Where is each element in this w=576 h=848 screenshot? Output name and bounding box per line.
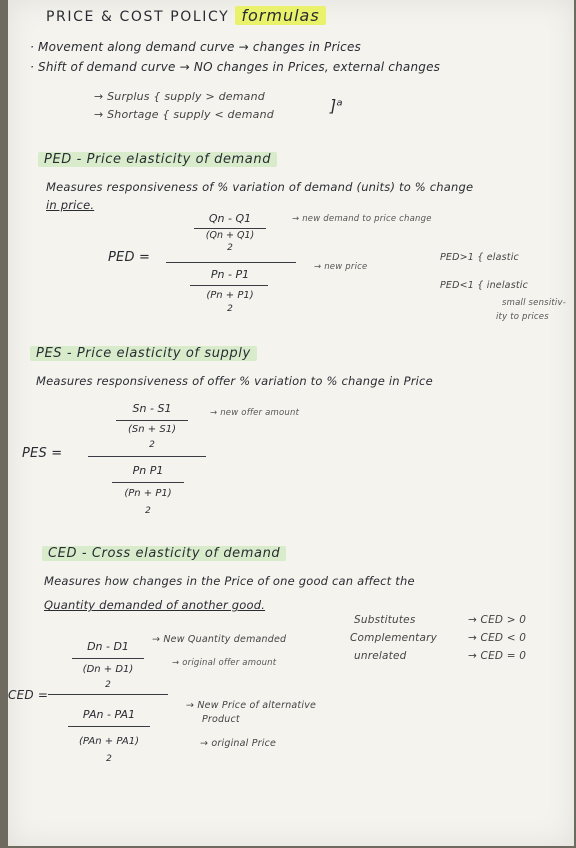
ped-num-bottom: (Qn + Q1) xyxy=(205,230,255,241)
ped-lhs: PED = xyxy=(108,250,151,265)
bullet-movement: · Movement along demand curve → changes … xyxy=(30,40,361,54)
sub-bullet-bracket: ]ᵃ xyxy=(330,96,343,115)
ced-num-bottom: (Dn + D1) xyxy=(82,664,134,675)
ped-note-new-demand: → new demand to price change xyxy=(292,214,432,224)
ped-num-rule xyxy=(194,228,266,229)
ced-rule-complementary-label: Complementary xyxy=(350,632,438,644)
ped-cond-note-2: ity to prices xyxy=(496,312,549,322)
ced-lhs: CED = xyxy=(8,688,49,702)
pes-den-top: Pn P1 xyxy=(132,464,164,477)
ced-description-2: Quantity demanded of another good. xyxy=(44,598,266,612)
bullet-shift: · Shift of demand curve → NO changes in … xyxy=(30,60,441,74)
ped-den-bottom: (Pn + P1) xyxy=(206,290,254,301)
ced-note-new-quantity: → New Quantity demanded xyxy=(152,634,287,645)
ced-main-rule xyxy=(48,694,168,695)
page-title: PRICE & COST POLICY formulas xyxy=(46,6,326,25)
pes-num-bottom-div: 2 xyxy=(149,440,155,450)
ced-heading: CED - Cross elasticity of demand xyxy=(42,546,287,561)
ced-description-1: Measures how changes in the Price of one… xyxy=(44,574,415,588)
ped-num-top: Qn - Q1 xyxy=(208,212,252,225)
pes-main-rule xyxy=(88,456,206,457)
pes-den-rule xyxy=(112,482,184,483)
ced-den-bottom-div: 2 xyxy=(106,754,112,764)
ced-den-top: PAn - PA1 xyxy=(82,708,136,721)
ced-rule-unrelated-label: unrelated xyxy=(354,650,407,662)
pes-num-bottom: (Sn + S1) xyxy=(128,424,176,435)
title-highlight: formulas xyxy=(235,6,326,25)
ced-note-new-price-2: Product xyxy=(202,714,240,725)
ced-rule-substitutes-label: Substitutes xyxy=(354,614,416,626)
ced-den-rule xyxy=(68,726,150,727)
ped-main-rule xyxy=(166,262,296,263)
pes-note-new-offer: → new offer amount xyxy=(210,408,300,418)
ced-rule-complementary-result: → CED < 0 xyxy=(468,632,527,644)
title-main: PRICE & COST POLICY xyxy=(46,9,230,25)
pes-description: Measures responsiveness of offer % varia… xyxy=(36,374,433,388)
ced-den-bottom: (PAn + PA1) xyxy=(79,736,139,747)
pes-num-top: Sn - S1 xyxy=(132,402,172,415)
pes-heading: PES - Price elasticity of supply xyxy=(30,346,257,361)
sub-bullet-surplus: → Surplus { supply > demand xyxy=(94,90,265,103)
ped-cond-note-1: small sensitiv- xyxy=(502,298,566,308)
ped-description-1: Measures responsiveness of % variation o… xyxy=(46,180,474,194)
ced-note-original-offer: → original offer amount xyxy=(172,658,277,668)
ped-den-top: Pn - P1 xyxy=(210,268,250,281)
ped-description-2: in price. xyxy=(46,198,95,212)
ced-rule-unrelated-result: → CED = 0 xyxy=(468,650,527,662)
ced-note-new-price-1: → New Price of alternative xyxy=(186,700,317,711)
notebook-page: PRICE & COST POLICY formulas · Movement … xyxy=(8,0,574,846)
pes-lhs: PES = xyxy=(22,446,63,461)
ped-num-bottom-div: 2 xyxy=(227,243,233,253)
ced-note-original-price: → original Price xyxy=(200,738,277,749)
ped-den-rule xyxy=(190,285,268,286)
ced-num-top: Dn - D1 xyxy=(87,640,129,653)
ped-den-bottom-div: 2 xyxy=(227,304,233,314)
ped-cond-elastic: PED>1 { elastic xyxy=(440,252,519,263)
ced-num-bottom-div: 2 xyxy=(105,680,111,690)
ped-note-new-price: → new price xyxy=(314,262,368,272)
pes-num-rule xyxy=(116,420,188,421)
ped-cond-inelastic: PED<1 { inelastic xyxy=(440,280,529,291)
sub-bullet-shortage: → Shortage { supply < demand xyxy=(94,108,274,121)
ced-rule-substitutes-result: → CED > 0 xyxy=(468,614,527,626)
ped-heading: PED - Price elasticity of demand xyxy=(38,152,278,167)
ced-num-rule xyxy=(72,658,144,659)
pes-den-bottom-div: 2 xyxy=(145,506,151,516)
pes-den-bottom: (Pn + P1) xyxy=(124,488,172,499)
